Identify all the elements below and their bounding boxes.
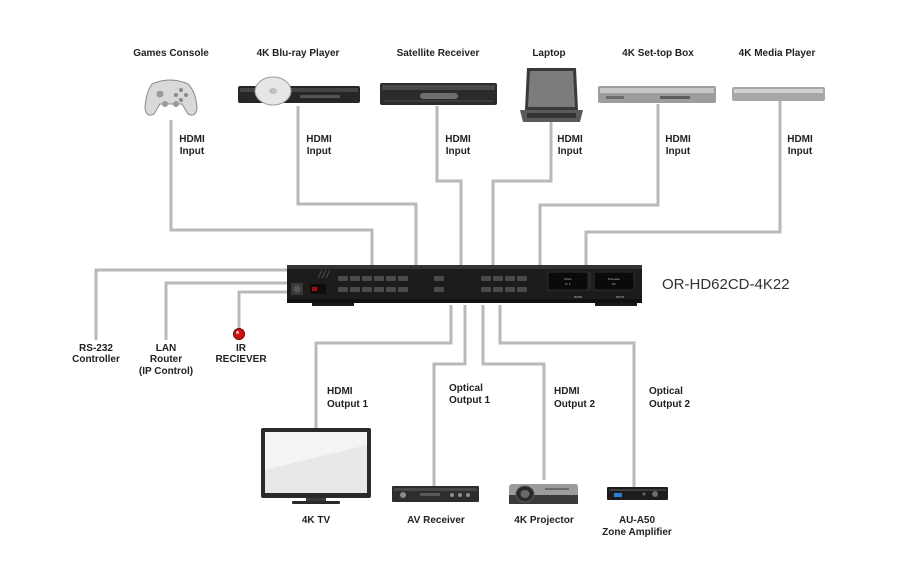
out-port-hdmi2-1: HDMI (554, 386, 580, 397)
wire-rs232 (94, 268, 287, 340)
switcher-panel-button-5 (362, 287, 372, 292)
port-label-settop-1: HDMI (665, 134, 691, 145)
control-label-lan-1: LAN (156, 343, 177, 354)
settop-box-icon (598, 86, 716, 103)
port-label-bluray-2: Input (307, 146, 332, 157)
display-right-line1: Preview (608, 277, 620, 281)
tv-icon (261, 428, 371, 504)
switcher-panel-button-8 (386, 276, 396, 281)
wire-media-player (584, 100, 782, 265)
hdmi-logo: HDMI (574, 295, 582, 299)
out-port-optical1-1: Optical (449, 383, 483, 394)
out-port-optical1-2: Output 1 (449, 395, 491, 406)
control-label-ir-1: IR (236, 343, 247, 354)
switcher-panel-button-10 (398, 276, 408, 281)
wire-hdmi-out2 (481, 305, 546, 480)
switcher-panel-button-13 (434, 287, 444, 292)
out-port-hdmi2-2: Output 2 (554, 399, 596, 410)
output-name-amplifier-1: AU-A50 (619, 515, 656, 526)
bluray-player-icon (238, 76, 360, 106)
wire-optical-out1 (432, 305, 467, 486)
av-receiver-icon (392, 486, 479, 502)
switcher-unit (287, 265, 642, 306)
output-name-amplifier-2: Zone Amplifier (602, 527, 672, 538)
control-label-lan-3: (IP Control) (139, 366, 193, 377)
output-name-av-receiver: AV Receiver (407, 515, 465, 526)
port-label-satellite-1: HDMI (445, 134, 471, 145)
out-port-optical2-1: Optical (649, 386, 683, 397)
port-label-media-player-1: HDMI (787, 134, 813, 145)
switcher-panel-button-11 (398, 287, 408, 292)
switcher-panel-button-3 (350, 287, 360, 292)
switcher-panel-button-18 (505, 276, 515, 281)
switcher-panel-button-9 (386, 287, 396, 292)
switcher-panel-button-14 (481, 276, 491, 281)
port-label-bluray-1: HDMI (306, 134, 332, 145)
output-name-projector: 4K Projector (514, 515, 574, 526)
switcher-panel-button-16 (493, 276, 503, 281)
zone-amplifier-icon (607, 487, 668, 500)
laptop-icon (520, 68, 583, 122)
control-label-ir-2: RECIEVER (215, 354, 267, 365)
out-port-hdmi1-2: Output 1 (327, 399, 369, 410)
switcher-panel-button-20 (517, 276, 527, 281)
wire-settop (538, 104, 660, 265)
satellite-receiver-icon (380, 83, 497, 105)
wire-games-console (169, 120, 374, 265)
switcher-panel-button-1 (338, 287, 348, 292)
switcher-panel-button-15 (481, 287, 491, 292)
switcher-panel-button-7 (374, 287, 384, 292)
display-right-line2: On (612, 282, 616, 286)
port-label-games-console-1: HDMI (179, 134, 205, 145)
hdcp-logo: HDCP (616, 295, 625, 299)
source-name-bluray: 4K Blu-ray Player (257, 48, 340, 59)
source-name-games-console: Games Console (133, 48, 209, 59)
wire-lan (164, 281, 287, 340)
wire-laptop (491, 122, 553, 265)
wire-ir (237, 290, 287, 330)
port-label-settop-2: Input (666, 146, 691, 157)
media-player-icon (732, 87, 825, 101)
source-name-laptop: Laptop (532, 48, 565, 59)
output-name-tv: 4K TV (302, 515, 331, 526)
port-label-laptop-1: HDMI (557, 134, 583, 145)
source-name-settop: 4K Set-top Box (622, 48, 694, 59)
source-name-media-player: 4K Media Player (739, 48, 816, 59)
port-label-games-console-2: Input (180, 146, 205, 157)
ir-receiver-icon (233, 328, 245, 340)
switcher-model-name: OR-HD62CD-4K22 (662, 276, 790, 293)
control-label-rs232-2: Controller (72, 354, 120, 365)
switcher-panel-button-12 (434, 276, 444, 281)
projector-icon (509, 484, 578, 504)
display-left-line1: Main (564, 277, 571, 281)
display-left-line2: In 1 (565, 282, 571, 286)
wire-optical-out2 (498, 305, 636, 487)
wire-bluray (296, 106, 418, 265)
wire-hdmi-out1 (314, 305, 453, 428)
wire-satellite (435, 106, 463, 265)
switcher-panel-button-17 (493, 287, 503, 292)
games-console-icon (144, 79, 198, 116)
switcher-panel-button-4 (362, 276, 372, 281)
switcher-buttons (338, 276, 527, 292)
switcher-panel-button-19 (505, 287, 515, 292)
switcher-panel-button-2 (350, 276, 360, 281)
switcher-panel-button-6 (374, 276, 384, 281)
port-label-satellite-2: Input (446, 146, 471, 157)
out-port-optical2-2: Output 2 (649, 399, 691, 410)
port-label-laptop-2: Input (558, 146, 583, 157)
port-label-media-player-2: Input (788, 146, 813, 157)
source-name-satellite: Satellite Receiver (397, 48, 480, 59)
wires (94, 100, 782, 487)
control-label-rs232-1: RS-232 (79, 343, 113, 354)
out-port-hdmi1-1: HDMI (327, 386, 353, 397)
switcher-panel-button-21 (517, 287, 527, 292)
control-label-lan-2: Router (150, 354, 182, 365)
switcher-panel-button-0 (338, 276, 348, 281)
